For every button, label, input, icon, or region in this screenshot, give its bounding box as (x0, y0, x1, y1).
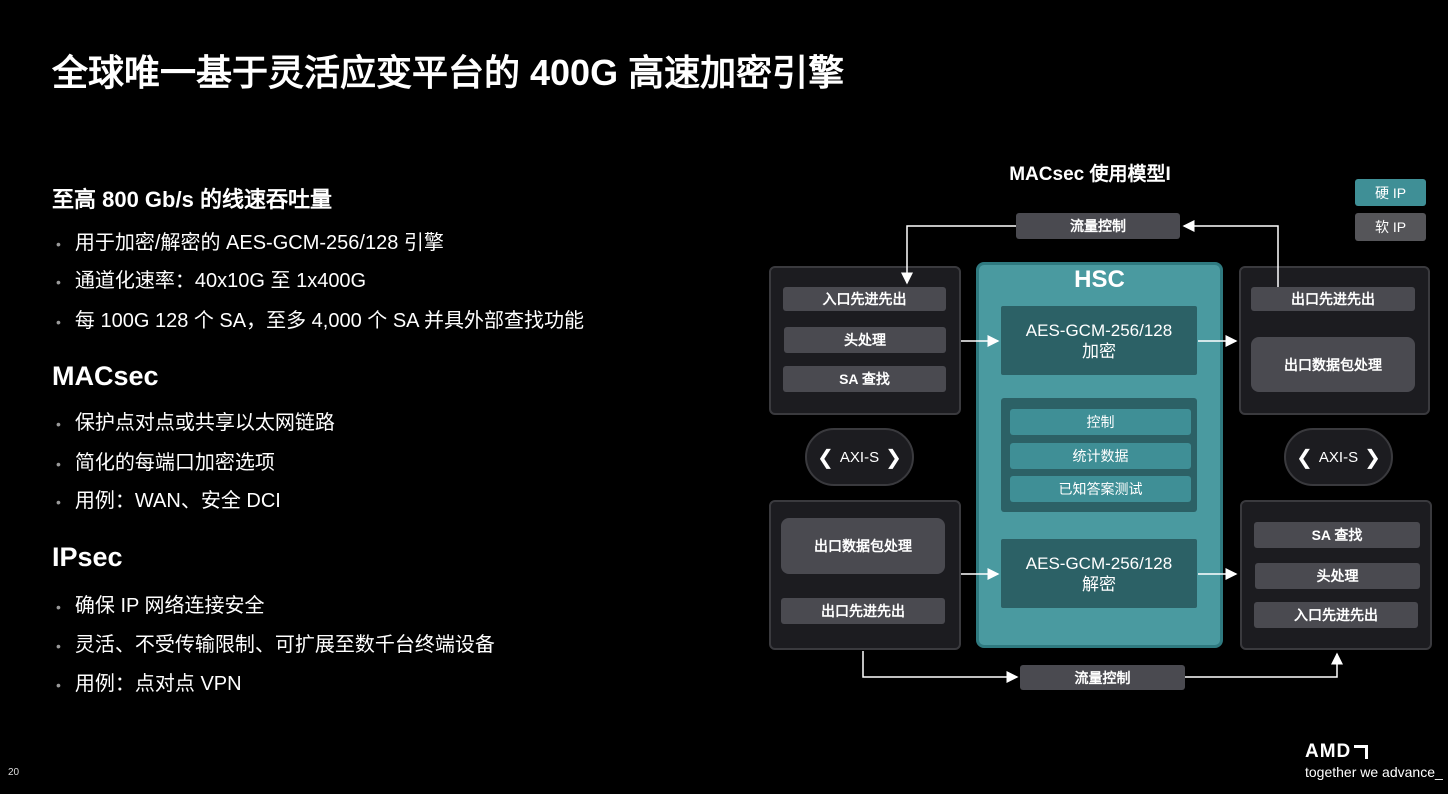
axi-s-left: ❮ AXI-S ❯ (805, 428, 914, 486)
aes-encrypt-sublabel: 加密 (1082, 341, 1116, 361)
arrow-right-to-flow-top (1182, 220, 1279, 287)
page-number: 20 (8, 767, 20, 778)
chevron-left-icon: ❮ (1296, 446, 1313, 469)
arrow-flow-bottom-to-right (1185, 652, 1343, 678)
axi-s-right: ❮ AXI-S ❯ (1284, 428, 1393, 486)
bullet-text: 通道化速率：40x10G 至 1x400G (74, 270, 367, 292)
egress-packet-processing: 出口数据包处理 (1251, 337, 1415, 392)
hsc-title: HSC (1074, 266, 1125, 293)
logo-tagline: together we advance_ (1305, 764, 1443, 780)
axi-label: AXI-S (839, 448, 880, 466)
amd-logo: AMD together we advance_ (1305, 741, 1443, 780)
bullet-text: 确保 IP 网络连接安全 (74, 595, 265, 617)
chevron-left-icon: ❮ (817, 446, 834, 469)
legend-soft-ip: 软 IP (1355, 213, 1426, 241)
control: 控制 (1010, 409, 1191, 435)
legend-hard-ip: 硬 IP (1355, 179, 1426, 206)
bullet: •每 100G 128 个 SA，至多 4,000 个 SA 并具外部查找功能 (56, 310, 584, 332)
slide-title: 全球唯一基于灵活应变平台的 400G 高速加密引擎 (52, 52, 845, 93)
aes-decrypt-label: AES-GCM-256/128 (1025, 553, 1173, 573)
bullet: •用例：点对点 VPN (56, 673, 242, 695)
section-heading-macsec: MACsec (52, 361, 159, 391)
bullet: •灵活、不受传输限制、可扩展至数千台终端设备 (56, 634, 495, 656)
arrow-flow-top-to-left (901, 225, 1016, 285)
bullet-text: 用例：点对点 VPN (74, 673, 242, 695)
bullet-text: 保护点对点或共享以太网链路 (74, 412, 335, 434)
known-answer-test: 已知答案测试 (1010, 476, 1191, 502)
bullet-text: 灵活、不受传输限制、可扩展至数千台终端设备 (74, 634, 495, 656)
bullet: •通道化速率：40x10G 至 1x400G (56, 270, 367, 292)
section-heading-throughput: 至高 800 Gb/s 的线速吞吐量 (52, 187, 332, 212)
egress-fifo: 出口先进先出 (781, 598, 945, 624)
header-processing: 头处理 (1255, 563, 1420, 589)
ingress-fifo: 入口先进先出 (1254, 602, 1418, 628)
bullet: •用于加密/解密的 AES-GCM-256/128 引擎 (56, 232, 444, 254)
bullet: •确保 IP 网络连接安全 (56, 595, 265, 617)
bullet-text: 用于加密/解密的 AES-GCM-256/128 引擎 (74, 232, 444, 254)
header-processing: 头处理 (784, 327, 946, 353)
arrow-left-to-flow-bottom (862, 651, 1019, 683)
statistics: 统计数据 (1010, 443, 1191, 469)
axi-label: AXI-S (1318, 448, 1359, 466)
chevron-right-icon: ❯ (885, 446, 902, 469)
bullet-text: 简化的每端口加密选项 (74, 452, 275, 474)
bullet: •保护点对点或共享以太网链路 (56, 412, 335, 434)
logo-brand: AMD (1305, 741, 1352, 762)
diagram-title: MACsec 使用模型I (1009, 164, 1171, 185)
sa-lookup: SA 查找 (783, 366, 946, 392)
bullet: •简化的每端口加密选项 (56, 452, 275, 474)
flow-control-top: 流量控制 (1016, 213, 1180, 239)
amd-arrow-icon (1354, 745, 1369, 759)
aes-encrypt-label: AES-GCM-256/128 (1025, 320, 1173, 340)
sa-lookup: SA 查找 (1254, 522, 1420, 548)
aes-decrypt-sublabel: 解密 (1082, 574, 1116, 594)
bullet-text: 用例：WAN、安全 DCI (74, 490, 281, 512)
section-heading-ipsec: IPsec (52, 542, 123, 572)
bullet: •用例：WAN、安全 DCI (56, 490, 281, 512)
bullet-text: 每 100G 128 个 SA，至多 4,000 个 SA 并具外部查找功能 (74, 310, 584, 332)
flow-control-bottom: 流量控制 (1020, 665, 1185, 690)
egress-packet-processing: 出口数据包处理 (781, 518, 945, 574)
egress-fifo: 出口先进先出 (1251, 287, 1415, 311)
chevron-right-icon: ❯ (1364, 446, 1381, 469)
ingress-fifo: 入口先进先出 (783, 287, 946, 311)
